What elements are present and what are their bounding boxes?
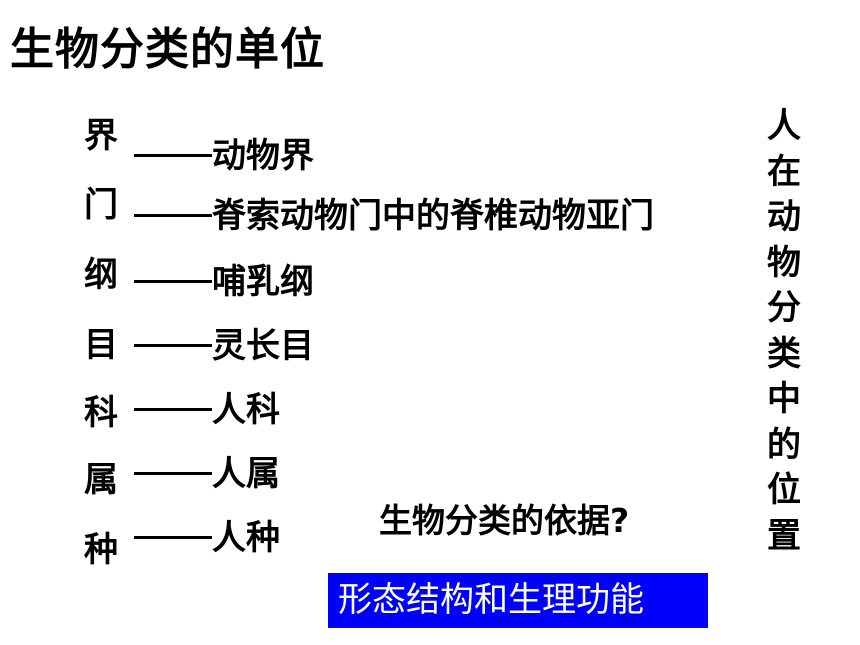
rank-example-text: 动物界: [212, 136, 314, 176]
slide-title: 生物分类的单位: [10, 24, 325, 75]
vertical-char: 类: [767, 333, 801, 374]
vertical-char: 的: [767, 424, 801, 465]
vertical-char: 分: [767, 288, 801, 328]
connector-line: [134, 154, 212, 157]
vertical-char: 动: [767, 197, 801, 237]
answer-box: 形态结构和生理功能: [328, 573, 708, 628]
rank-example: 灵长目: [134, 326, 314, 366]
rank-label: 属: [84, 460, 118, 500]
rank-label: 目: [84, 325, 118, 365]
rank-example: 人属: [134, 454, 280, 494]
connector-line: [134, 536, 212, 539]
connector-line: [134, 280, 212, 283]
rank-label: 种: [84, 530, 118, 570]
rank-label: 纲: [84, 255, 118, 295]
connector-line: [134, 408, 212, 411]
vertical-char: 物: [767, 242, 801, 283]
rank-example-text: 人种: [212, 518, 280, 558]
rank-label: 科: [84, 393, 118, 433]
connector-line: [134, 472, 212, 475]
connector-line: [134, 214, 212, 217]
rank-example-text: 脊索动物门中的脊椎动物亚门: [212, 196, 654, 236]
vertical-char: 中: [767, 379, 801, 419]
rank-example-text: 人科: [212, 390, 280, 430]
rank-example: 脊索动物门中的脊椎动物亚门: [134, 196, 654, 236]
vertical-note: 人 在 动 物 分 类 中 的 位 置: [764, 104, 804, 559]
rank-example-text: 哺乳纲: [212, 262, 314, 302]
classification-question: 生物分类的依据?: [379, 501, 630, 540]
rank-example-text: 人属: [212, 454, 280, 494]
rank-example: 人种: [134, 518, 280, 558]
rank-label: 界: [84, 116, 118, 156]
vertical-char: 置: [767, 515, 801, 556]
vertical-char: 位: [767, 470, 801, 510]
vertical-char: 人: [767, 106, 801, 146]
rank-example-text: 灵长目: [212, 326, 314, 366]
rank-label: 门: [84, 185, 118, 225]
connector-line: [134, 344, 212, 347]
rank-example: 动物界: [134, 136, 314, 176]
vertical-char: 在: [767, 151, 801, 192]
rank-example: 人科: [134, 390, 280, 430]
rank-example: 哺乳纲: [134, 262, 314, 302]
